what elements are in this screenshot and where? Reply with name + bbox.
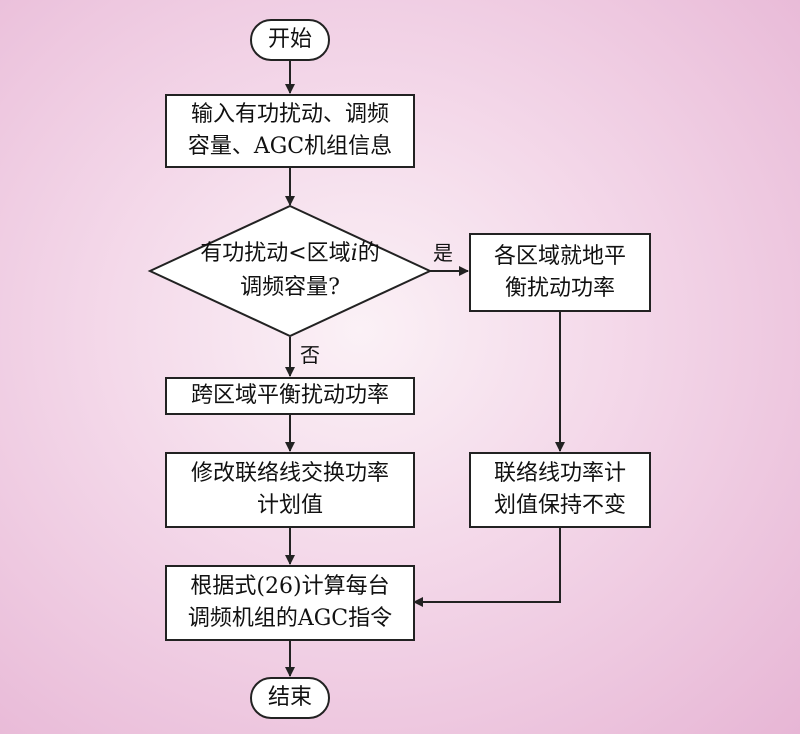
decision-line1: 有功扰动<区域i的 [200,241,380,266]
start-label: 开始 [267,27,312,52]
compute-line2: 调频机组的AGC指令 [187,606,393,631]
modify-line2: 计划值 [256,493,323,518]
keep-tieline-box: 联络线功率计 划值保持不变 [469,452,651,528]
decision-text: 有功扰动<区域i的 调频容量? [170,237,410,305]
cross-region-balance-box: 跨区域平衡扰动功率 [165,377,415,415]
modify-line1: 修改联络线交换功率 [190,461,389,486]
end-label: 结束 [267,685,312,710]
decision-line2: 调频容量? [240,275,340,300]
no-label: 否 [300,343,320,367]
cross-balance-label: 跨区域平衡扰动功率 [190,383,389,408]
local-balance-line2: 衡扰动功率 [504,275,615,301]
local-balance-box: 各区域就地平 衡扰动功率 [469,233,651,312]
yes-label: 是 [433,241,453,265]
local-balance-line1: 各区域就地平 [493,243,626,269]
modify-tieline-box: 修改联络线交换功率 计划值 [165,452,415,528]
compute-agc-box: 根据式(26)计算每台 调频机组的AGC指令 [165,565,415,641]
keep-line2: 划值保持不变 [493,493,626,518]
keep-line1: 联络线功率计 [493,461,626,486]
end-terminal: 结束 [250,677,330,719]
region-index-var: i [350,241,358,266]
arrow-keep-to-compute [413,528,561,607]
compute-line1: 根据式(26)计算每台 [190,574,390,599]
start-terminal: 开始 [250,19,330,61]
input-line2: 容量、AGC机组信息 [187,134,393,159]
input-info-box: 输入有功扰动、调频 容量、AGC机组信息 [165,94,415,168]
decision-diamond [147,204,433,338]
input-line1: 输入有功扰动、调频 [190,102,389,127]
